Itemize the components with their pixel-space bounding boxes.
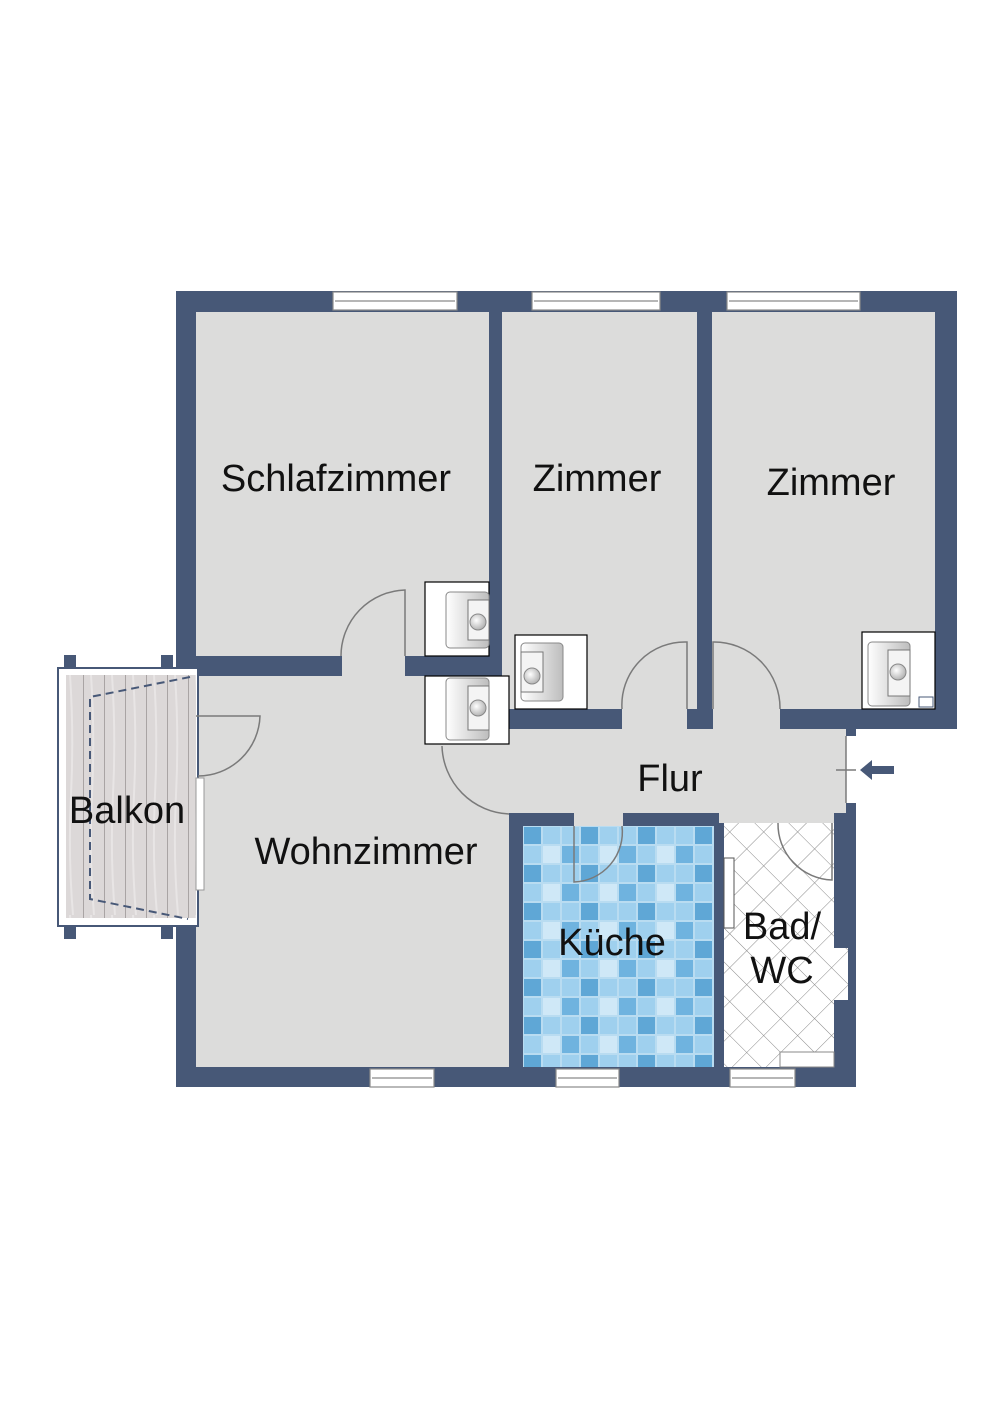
appliances [424, 581, 936, 745]
window-zimmer-2 [726, 291, 861, 311]
washing-machine-2 [514, 634, 588, 710]
window-wohnzimmer [369, 1068, 435, 1088]
window-kueche [555, 1068, 620, 1088]
room-label-zimmer-1: Zimmer [532, 458, 662, 500]
door-zimmer-1 [621, 641, 688, 710]
room-label-flur: Flur [637, 758, 703, 800]
window-schlafzimmer [332, 291, 458, 311]
washing-machine-3 [424, 675, 510, 745]
door-balkon [196, 715, 261, 777]
window-zimmer-1 [531, 291, 661, 311]
windows [332, 291, 861, 1088]
doors [196, 589, 856, 883]
washing-machine-4 [861, 631, 936, 710]
washing-machine-1 [424, 581, 490, 657]
floor-flur [509, 729, 846, 813]
door-zimmer-2 [712, 641, 781, 710]
balcony [57, 655, 205, 939]
door-wohnzimmer [441, 745, 510, 815]
door-schlafzimmer [340, 589, 406, 657]
room-label-zimmer-2: Zimmer [766, 462, 896, 504]
floor-bad [724, 823, 834, 1067]
room-label-bad-wc-line2: WC [750, 950, 814, 992]
room-label-balkon: Balkon [68, 790, 186, 832]
room-label-wohnzimmer: Wohnzimmer [254, 831, 478, 873]
room-label-schlafzimmer: Schlafzimmer [220, 458, 452, 500]
door-kueche [573, 825, 624, 883]
room-label-bad-wc-line1: Bad/ [742, 906, 822, 948]
room-label-kueche: Küche [558, 922, 666, 964]
door-bad [777, 822, 833, 881]
entry-arrow-icon [860, 760, 894, 780]
window-bad [729, 1068, 796, 1088]
